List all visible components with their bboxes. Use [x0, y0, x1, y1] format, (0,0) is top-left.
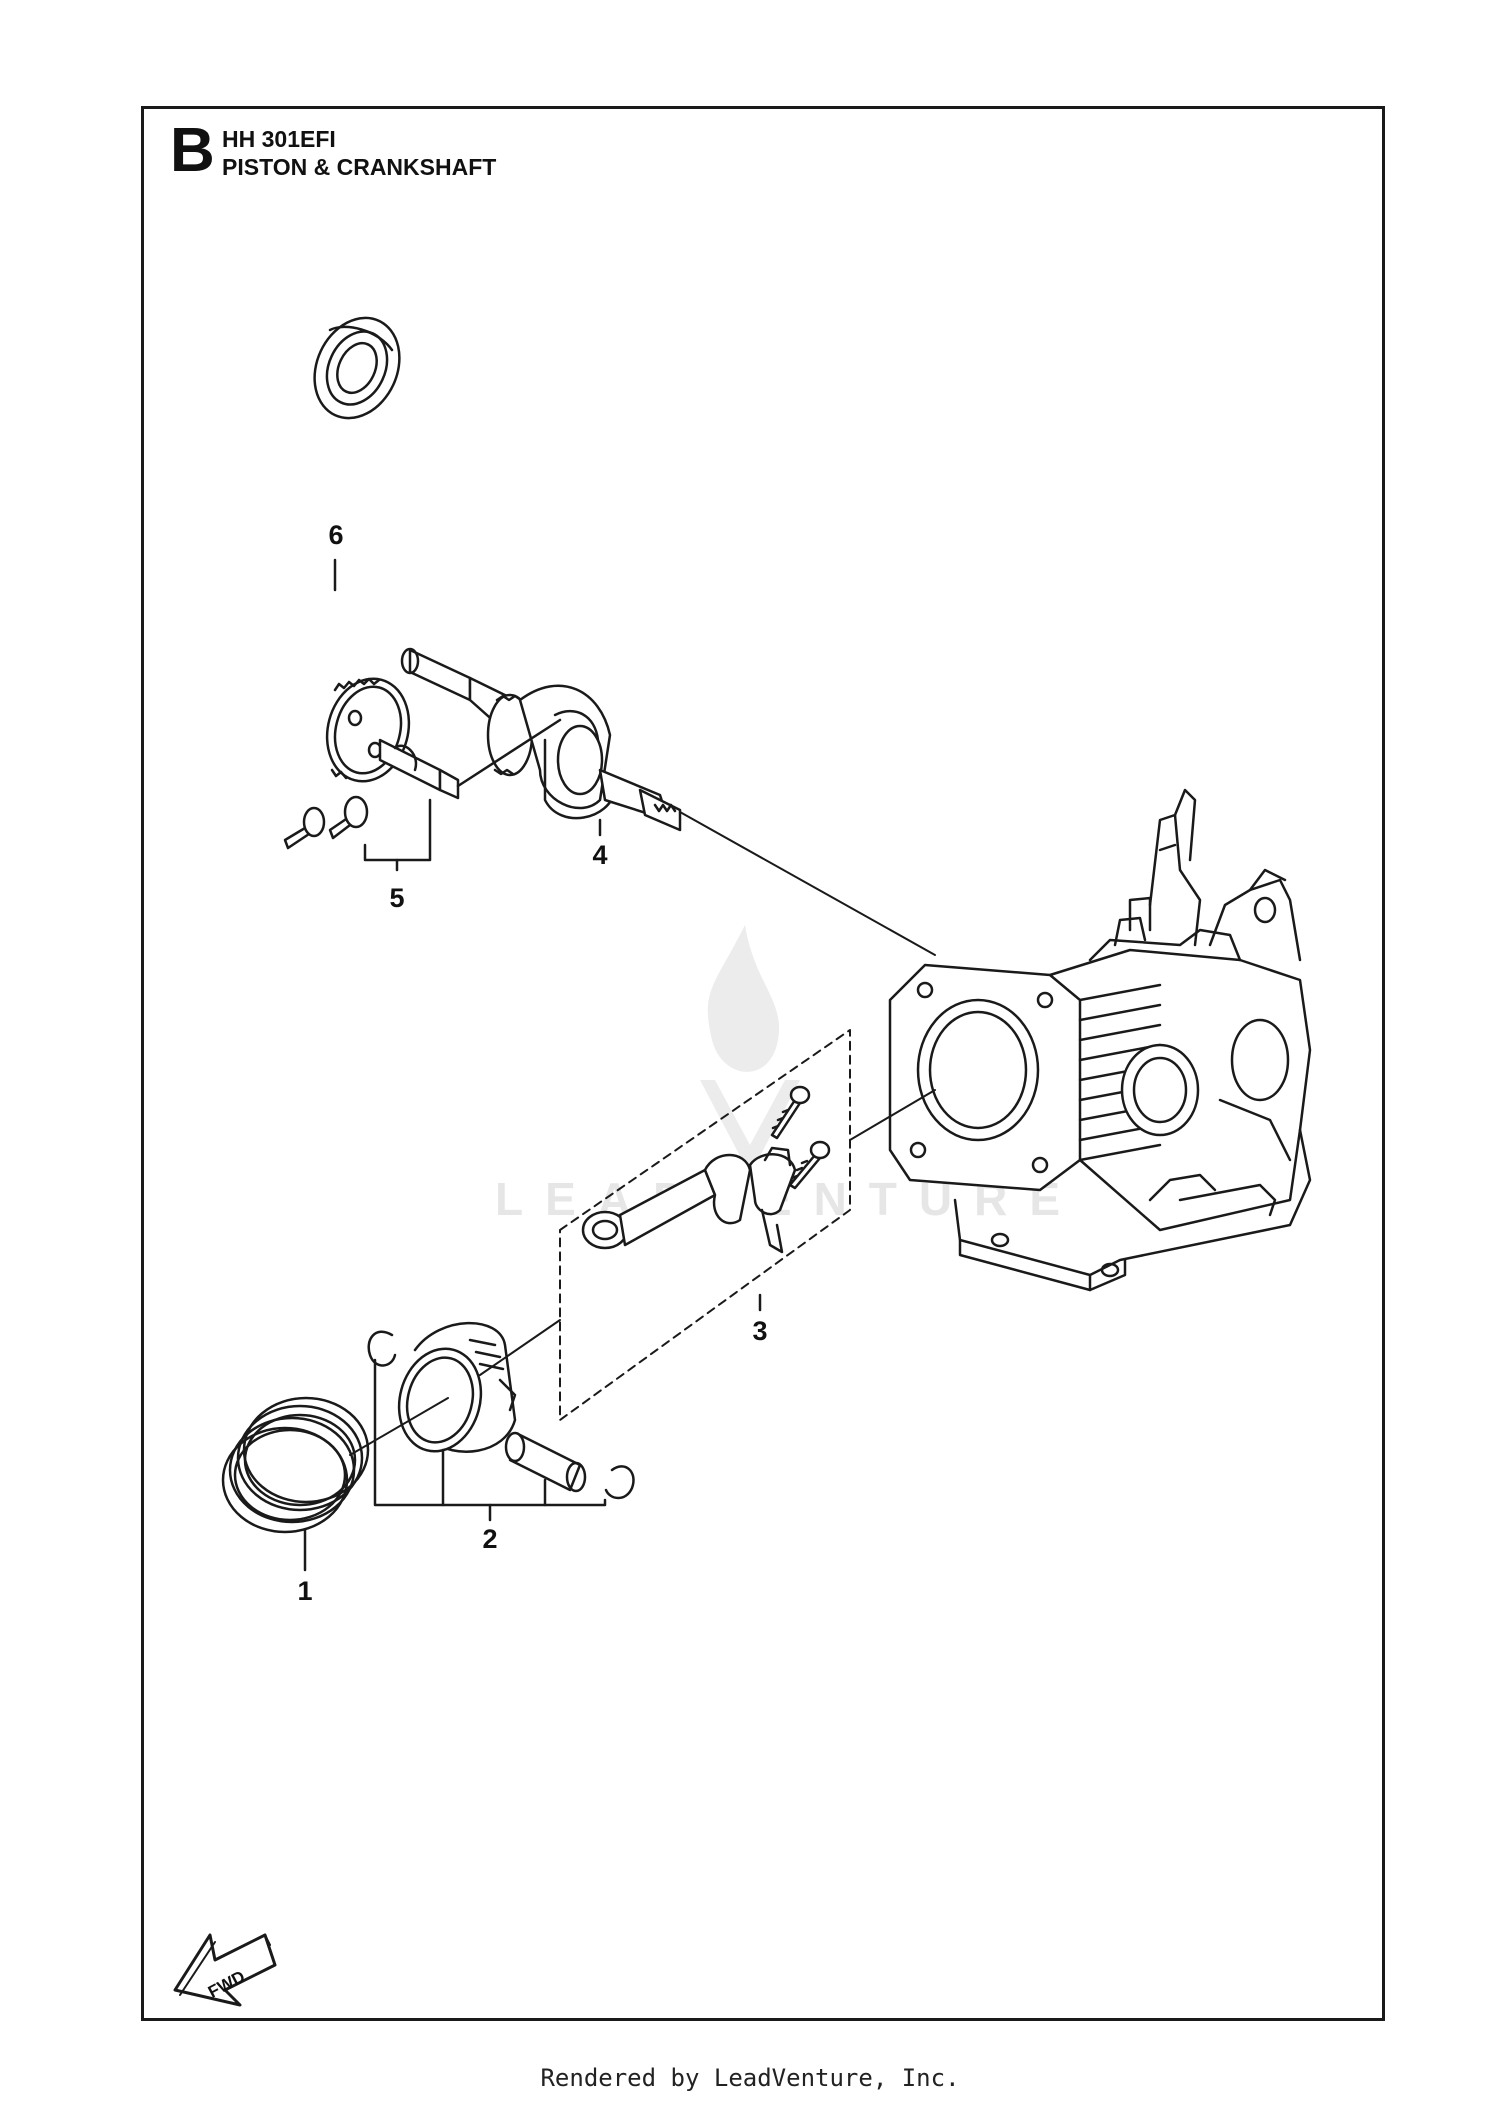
callout-6: 6: [328, 520, 344, 550]
callout-1: 1: [297, 1576, 313, 1606]
section-letter: B: [170, 116, 215, 185]
flame-logo-icon: [700, 925, 800, 1175]
callout-5: 5: [389, 883, 405, 913]
cam-pin-parts: [283, 795, 369, 850]
leader-conrod-block: [849, 1089, 936, 1141]
piston-pin-part: [504, 1431, 587, 1493]
title-block: HH 301EFI PISTON & CRANKSHAFT: [222, 125, 496, 181]
bearing-part: [313, 316, 401, 420]
leader-crankshaft-block: [679, 811, 936, 956]
circlip-left: [367, 1330, 397, 1367]
callout-4: 4: [592, 840, 608, 870]
circlip-right: [604, 1465, 635, 1500]
connecting-rod-part: [581, 1085, 831, 1254]
model-name: HH 301EFI: [222, 126, 336, 152]
render-credit: Rendered by LeadVenture, Inc.: [540, 2064, 960, 2092]
callout-2: 2: [482, 1524, 498, 1554]
crankshaft-part: [400, 647, 682, 832]
diagram-frame: [141, 106, 1385, 2021]
engine-block-part: [888, 788, 1312, 1292]
callout-3: 3: [752, 1316, 768, 1346]
fwd-arrow-icon: [173, 1933, 277, 2007]
camshaft-part: [325, 677, 562, 800]
piston-part: [349, 1319, 561, 1456]
piston-rings-part: [221, 1396, 370, 1534]
conrod-dashed-box: [559, 1029, 851, 1421]
diagram-title: PISTON & CRANKSHAFT: [222, 154, 497, 180]
bracket-5: [363, 798, 432, 862]
